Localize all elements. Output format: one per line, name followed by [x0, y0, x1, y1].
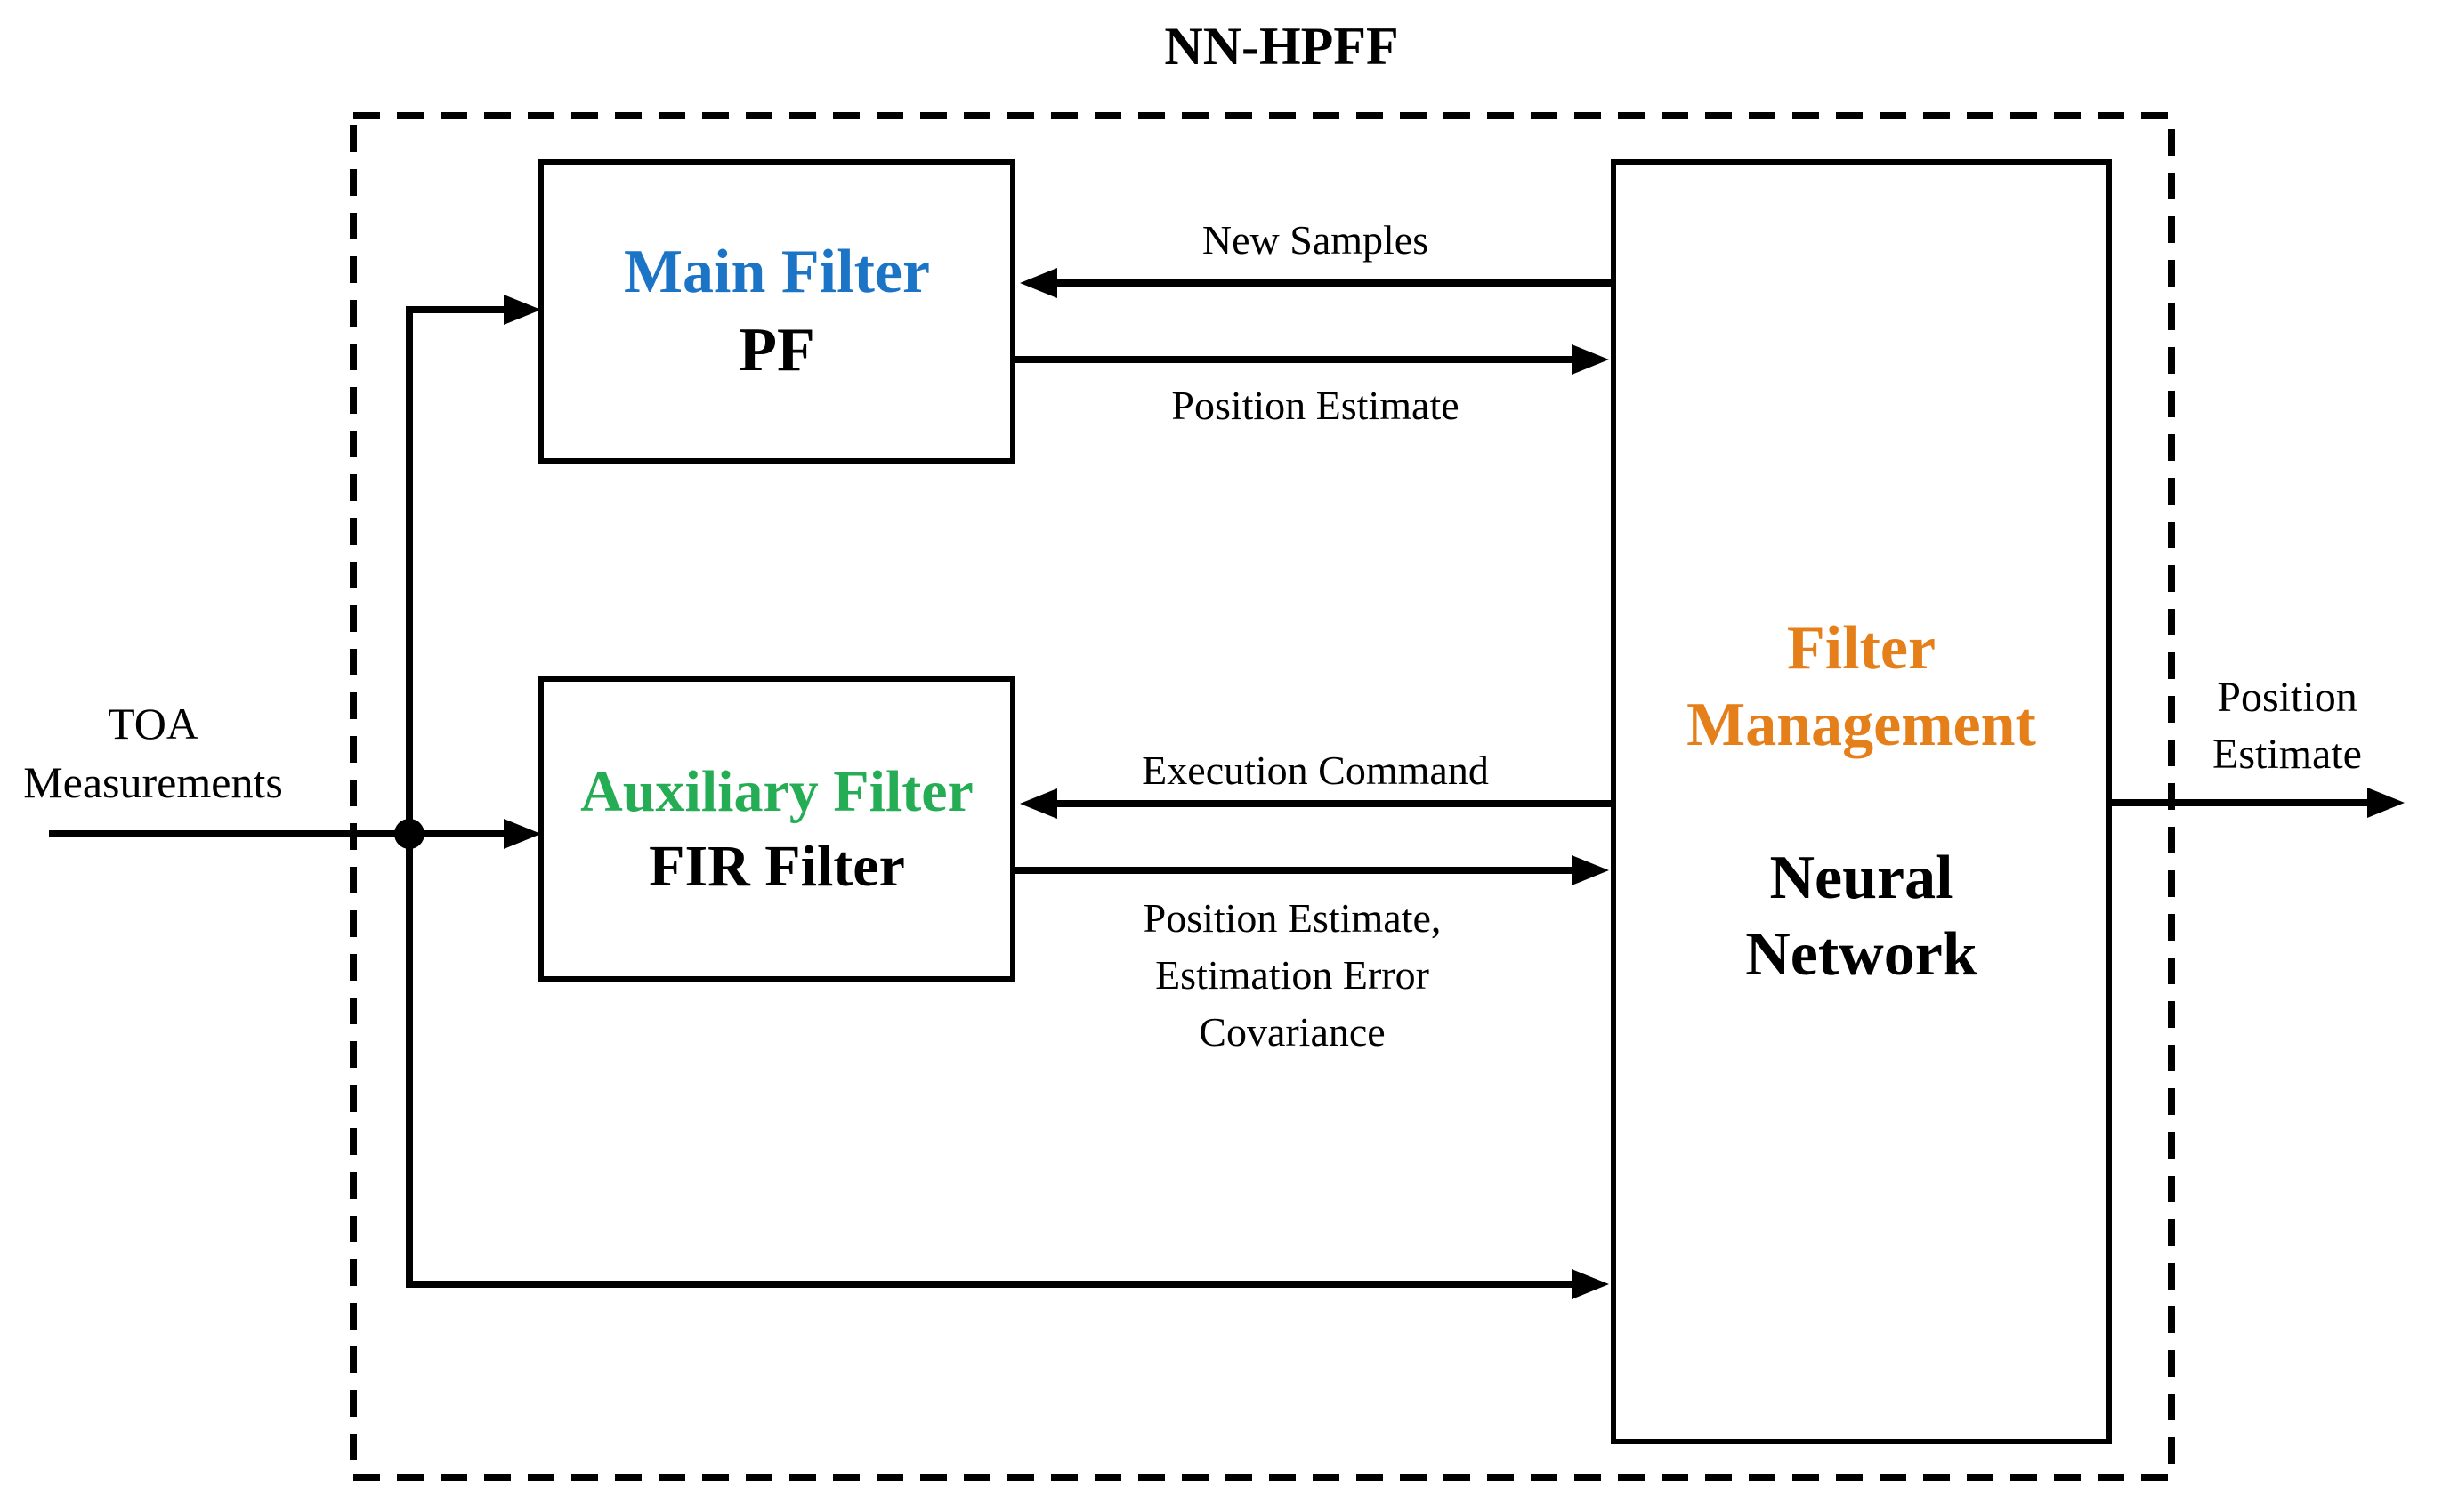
filter-management-subtitle-line2: Network [1745, 920, 1977, 989]
aux-output-arrowhead [1572, 855, 1609, 885]
filter-management-subtitle-line1: Neural [1769, 844, 1953, 912]
aux-output-label-line2: Estimation Error [1155, 952, 1429, 998]
main-filter-title: Main Filter [623, 238, 931, 306]
main-position-estimate-label: Position Estimate [1171, 383, 1459, 428]
input-label: TOA Measurements [23, 694, 283, 812]
branch-to-management-arrowhead [1572, 1269, 1609, 1299]
system-boundary-dashed-box [350, 112, 2175, 1481]
main-filter-subtitle: PF [739, 316, 815, 384]
filter-management-title-line1: Filter [1786, 614, 1936, 683]
execution-command-arrowhead [1020, 788, 1057, 819]
execution-command-label: Execution Command [1142, 748, 1489, 793]
main-position-estimate-arrowhead [1572, 344, 1609, 375]
filter-management-title-line2: Management [1686, 691, 2036, 759]
aux-output-label-line3: Covariance [1199, 1009, 1386, 1055]
auxiliary-filter-title: Auxiliary Filter [580, 758, 974, 824]
auxiliary-filter-node: Auxiliary Filter FIR Filter [538, 676, 1015, 982]
input-label-line1: TOA [108, 699, 198, 748]
output-arrowhead [2367, 788, 2405, 818]
main-filter-node: Main Filter PF [538, 159, 1015, 464]
output-label-line1: Position [2217, 674, 2357, 721]
output-label-line2: Estimate [2212, 731, 2362, 778]
output-label: Position Estimate [2212, 669, 2362, 783]
diagram-title: NN-HPFF [1164, 17, 1399, 76]
input-arrowhead [504, 819, 541, 849]
input-label-line2: Measurements [23, 757, 283, 807]
aux-output-label-line1: Position Estimate, [1143, 895, 1442, 941]
auxiliary-filter-subtitle: FIR Filter [649, 833, 905, 899]
branch-to-main-arrowhead [504, 295, 541, 325]
aux-output-label: Position Estimate, Estimation Error Cova… [1144, 890, 1442, 1061]
filter-management-node: Filter Management Neural Network [1611, 159, 2112, 1444]
new-samples-label: New Samples [1201, 217, 1429, 263]
new-samples-arrowhead [1020, 268, 1057, 298]
